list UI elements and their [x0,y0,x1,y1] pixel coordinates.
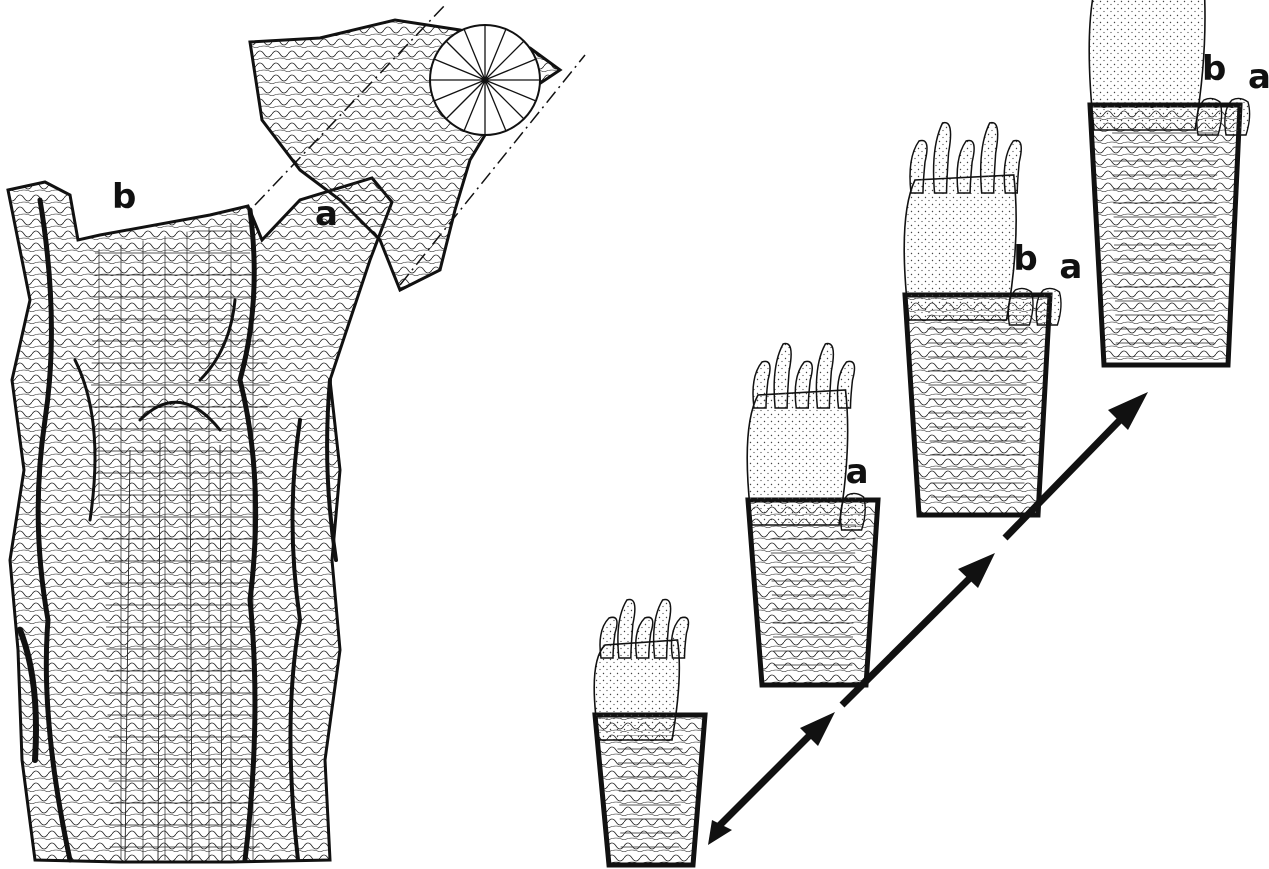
stage-tabulae [617,735,683,857]
offset-bud [1036,288,1061,325]
tentacle [838,361,855,408]
growth-stage-2: a [747,344,878,685]
left-panel-section-drawing: b a [8,5,585,862]
arrow-1 [708,712,835,845]
stage-tabulae [1112,125,1218,357]
offset-bud [1008,288,1033,325]
label-stage4-a: a [1248,57,1269,97]
tentacle [672,617,689,658]
offset-bud [1225,98,1250,135]
offset-bud [840,493,865,530]
stage-polyp-body [747,390,847,525]
label-stage3-b: b [1013,239,1037,279]
stage-tabulae [770,520,856,677]
stage-polyp-body [1089,0,1205,130]
label-stage4-b: b [1202,49,1226,89]
axial-zone [90,220,270,860]
tentacle [1004,140,1021,193]
label-b-left: b [112,177,136,217]
offset-bud [1197,98,1222,135]
stage-tabulae [927,315,1028,507]
stage-polyp-body [904,175,1016,320]
radial-septa [430,25,540,135]
label-a-left: a [315,194,338,234]
growth-stage-1 [594,600,705,866]
label-stage3-a: a [1059,247,1082,287]
label-stage2-a: a [846,452,869,492]
